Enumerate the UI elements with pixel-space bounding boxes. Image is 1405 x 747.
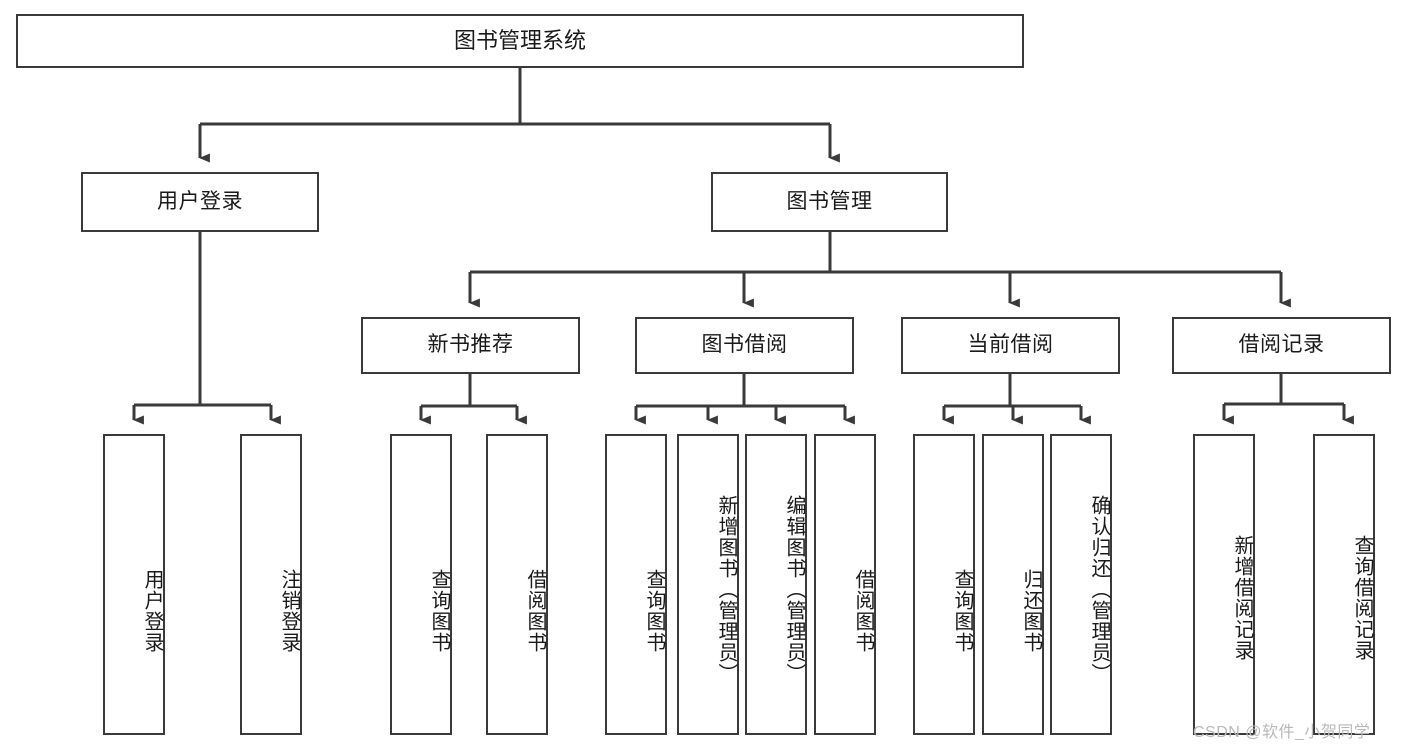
node-leaf[interactable]: 新增图书（管理员） <box>677 434 739 735</box>
node-leaf[interactable]: 借阅图书 <box>814 434 876 735</box>
node-leaf[interactable]: 借阅图书 <box>486 434 548 735</box>
node-leaf[interactable]: 查询图书 <box>605 434 667 735</box>
node-level2[interactable]: 图书管理 <box>711 172 948 232</box>
node-leaf[interactable]: 确认归还（管理员） <box>1050 434 1112 735</box>
node-level3[interactable]: 新书推荐 <box>361 317 580 374</box>
node-leaf[interactable]: 查询图书 <box>390 434 452 735</box>
node-leaf[interactable]: 新增借阅记录 <box>1193 434 1255 735</box>
node-leaf[interactable]: 查询借阅记录 <box>1313 434 1375 735</box>
node-level2[interactable]: 用户登录 <box>81 172 319 232</box>
node-leaf[interactable]: 注销登录 <box>240 434 302 735</box>
node-leaf[interactable]: 用户登录 <box>103 434 165 735</box>
node-leaf[interactable]: 归还图书 <box>982 434 1044 735</box>
watermark-text: CSDN @软件_小贺同学 <box>1193 724 1371 741</box>
node-level3[interactable]: 图书借阅 <box>635 317 854 374</box>
node-leaf[interactable]: 编辑图书（管理员） <box>745 434 807 735</box>
node-root[interactable]: 图书管理系统 <box>16 14 1024 68</box>
node-leaf[interactable]: 查询图书 <box>913 434 975 735</box>
node-level3[interactable]: 借阅记录 <box>1172 317 1391 374</box>
node-level3[interactable]: 当前借阅 <box>901 317 1120 374</box>
